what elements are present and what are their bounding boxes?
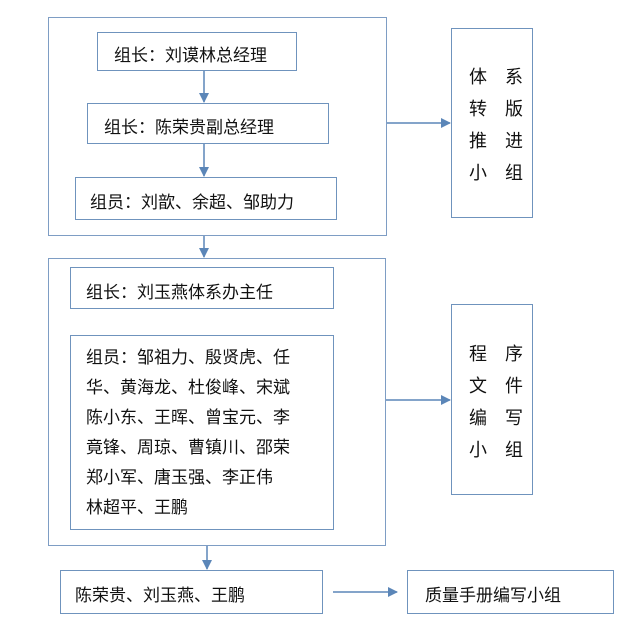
group1-members-box: 组员：刘歆、余超、邹助力 bbox=[75, 177, 337, 220]
group2-side-line: 程序 bbox=[469, 344, 541, 365]
group2-side-line: 文件 bbox=[469, 376, 541, 397]
group2-side-box: 程序 文件 编写 小组 bbox=[451, 304, 533, 495]
group2-side-line: 编写 bbox=[469, 408, 541, 429]
group2-members-line: 林超平、王鹏 bbox=[86, 498, 188, 518]
group1-side-line: 体系 bbox=[469, 67, 541, 88]
group1-side-text: 体系 转版 推进 小组 bbox=[469, 62, 541, 190]
group1-side-box: 体系 转版 推进 小组 bbox=[451, 28, 533, 218]
group1-side-line: 小组 bbox=[469, 163, 541, 184]
group2-members-box: 组员：邹祖力、殷贤虎、任 华、黄海龙、杜俊峰、宋斌 陈小东、王晖、曾宝元、李 竟… bbox=[70, 335, 334, 530]
group3-side-text: 质量手册编写小组 bbox=[425, 586, 561, 606]
group1-members-text: 组员：刘歆、余超、邹助力 bbox=[90, 193, 294, 213]
group1-leader1-text: 组长：刘谟林总经理 bbox=[114, 46, 267, 66]
group2-members-line: 华、黄海龙、杜俊峰、宋斌 bbox=[86, 378, 290, 398]
group3-members-text: 陈荣贵、刘玉燕、王鹏 bbox=[75, 586, 245, 606]
group2-side-text: 程序 文件 编写 小组 bbox=[469, 339, 541, 467]
group2-members-line: 陈小东、王晖、曾宝元、李 bbox=[86, 408, 290, 428]
group3-side-box: 质量手册编写小组 bbox=[407, 570, 614, 614]
group2-members-text: 组员：邹祖力、殷贤虎、任 华、黄海龙、杜俊峰、宋斌 陈小东、王晖、曾宝元、李 竟… bbox=[86, 343, 290, 523]
group1-side-line: 推进 bbox=[469, 131, 541, 152]
group1-leader2-text: 组长：陈荣贵副总经理 bbox=[104, 118, 274, 138]
group1-leader2-box: 组长：陈荣贵副总经理 bbox=[87, 103, 329, 144]
group2-leader-text: 组长：刘玉燕体系办主任 bbox=[86, 283, 273, 303]
group2-leader-box: 组长：刘玉燕体系办主任 bbox=[70, 267, 334, 309]
group2-side-line: 小组 bbox=[469, 440, 541, 461]
group1-leader1-box: 组长：刘谟林总经理 bbox=[97, 32, 297, 71]
group3-members-box: 陈荣贵、刘玉燕、王鹏 bbox=[60, 570, 323, 614]
group1-side-line: 转版 bbox=[469, 99, 541, 120]
group2-members-line: 郑小军、唐玉强、李正伟 bbox=[86, 468, 273, 488]
group2-members-line: 竟锋、周琼、曹镇川、邵荣 bbox=[86, 438, 290, 458]
group2-members-line: 组员：邹祖力、殷贤虎、任 bbox=[86, 348, 290, 368]
